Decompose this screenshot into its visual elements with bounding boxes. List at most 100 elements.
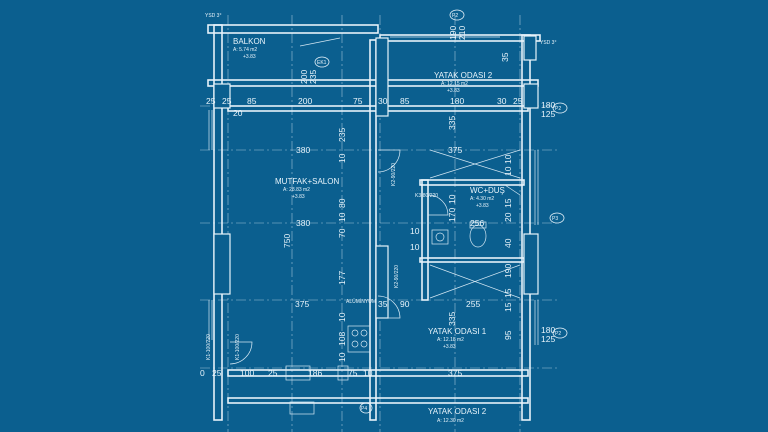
room-name: BALKON [233,37,266,46]
dimension: 25 [212,368,222,378]
dimension: 15 [503,302,513,312]
dimension: 200 [299,70,309,84]
dimension: 200 [298,96,312,106]
dimension-vertical-mid: 235 10 80 10 70 750 177 10 108 10 10 170… [282,116,513,362]
room-label-mutfak-salon: MUTFAK+SALON A: 28.83 m2 +3.83 [275,177,339,200]
dimension: 85 [247,96,257,106]
dimension: 186 [308,368,322,378]
room-level: +3.83 [443,344,456,350]
dimension: 375 [448,145,462,155]
windows [208,36,539,345]
dimension: 335 [447,312,457,326]
dimension: 85 [400,96,410,106]
section-tag: EK1 [317,60,327,66]
section-tag-circle [359,402,373,414]
dimension-right-bottom: 180 125 10 10 [410,226,555,344]
dimension: 100 [240,368,254,378]
door-label: K1-100/220 [206,334,212,360]
dimension: 10 [337,312,347,322]
dimension: 70 [337,228,347,238]
section-tag: P3 [552,216,558,222]
room-area: A: 5.74 m2 [233,47,257,53]
dimension-right-top: 20 180 125 [233,100,555,119]
dimension: 30 [497,96,507,106]
dimension: 10 [447,194,457,204]
room-area: A: 12.15 m2 [441,81,468,87]
room-level: +3.83 [243,54,256,60]
dimension: 235 [308,70,318,84]
dimension: 40 [503,238,513,248]
dimension: 10 [503,154,513,164]
dimension: 15 [503,288,513,298]
dimension: 75 [348,368,358,378]
dimension: 256 [470,218,484,228]
dimension-vertical-top: 200 235 190 210 35 [299,26,510,84]
room-name: YATAK ODASI 1 [428,327,487,336]
dimension: 108 [337,332,347,346]
room-level: +3.83 [447,88,460,94]
room-area: A: 28.83 m2 [283,187,310,193]
door-labels: K2-90/220 K3-80/220 K2-90/220 K1-100/220… [206,163,438,360]
dimension: 180 [450,96,464,106]
room-name: YATAK ODASI 2 [434,71,493,80]
dimension: 95 [503,330,513,340]
dimension: 25 [206,96,216,106]
door-label: K1-100/220 [235,334,241,360]
dimension: 210 [457,26,467,40]
dimension: 190 [448,26,458,40]
dimension: 750 [282,234,292,248]
dimension-row-mid: 380 375 380 256 [296,145,484,228]
room-label-balkon: BALKON A: 5.74 m2 +3.83 [233,37,266,60]
door-label: K2-90/220 [394,265,400,288]
dimension: 10 [503,166,513,176]
dimension: 20 [233,108,243,118]
dimension: 10 [410,226,420,236]
slope-tag: YSD 3° [205,13,221,19]
dimension: 25 [513,96,523,106]
section-tag-circle [552,102,568,114]
section-tag: P4 [361,406,367,412]
dimension: 75 [353,96,363,106]
section-tag: P2 [452,13,458,19]
room-label-yatak-odasi-1: YATAK ODASI 1 A: 12.18 m2 +3.83 [428,327,487,350]
dimension: 35 [500,52,510,62]
dimension: 255 [466,299,480,309]
dimension: 180 [541,325,555,335]
room-label-yatak-odasi-2-lower: YATAK ODASI 2 A: 12.30 m2 [428,407,487,424]
doors [229,37,521,365]
dimension-row-bottom: 375 35 90 255 [295,299,480,309]
dimension: 25 [222,96,232,106]
dimension: 10 [410,242,420,252]
room-area: A: 12.18 m2 [437,337,464,343]
room-name: YATAK ODASI 2 [428,407,487,416]
slope-tag: YSD 3° [540,40,556,46]
dimension: 10 [337,352,347,362]
room-label-wc-dus: WC+DUŞ A: 4.30 m2 +3.83 [470,186,505,209]
dimension: 25 [268,368,278,378]
dimension: 35 [378,299,388,309]
dimension: 375 [448,368,462,378]
walls [207,24,541,421]
dimension: 10 [337,153,347,163]
dimension: 235 [337,128,347,142]
room-area: A: 12.30 m2 [437,418,464,424]
room-name: MUTFAK+SALON [275,177,339,186]
dimension: 125 [541,334,555,344]
dimension: 80 [337,198,347,208]
dimension: 180 [541,100,555,110]
window-label: ALÜMİNYUM [346,298,376,305]
dimension: 170 [447,208,457,222]
dimension: 335 [447,116,457,130]
dimension: 380 [296,218,310,228]
section-tag: P2 [555,106,561,112]
dimension: 90 [400,299,410,309]
dimension-row-floor: 0 25 100 25 186 75 10 375 [200,368,462,378]
section-tag: P2 [555,331,561,337]
dimension: 20 [503,212,513,222]
room-label-yatak-odasi-2: YATAK ODASI 2 A: 12.15 m2 +3.83 [434,71,493,94]
dimension: 375 [295,299,309,309]
section-tag-circle [314,56,330,68]
dimension: 190 [503,264,513,278]
dimension: 30 [378,96,388,106]
